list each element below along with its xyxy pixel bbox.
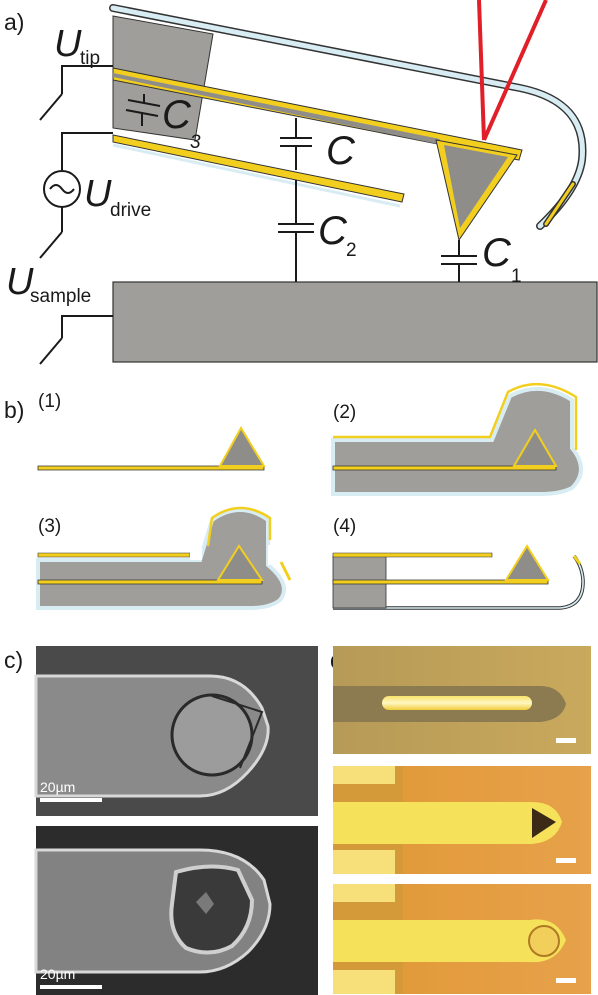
panel-b: b) (1) (2) (3) (4) xyxy=(4,382,585,610)
c-symbol: C xyxy=(326,129,356,173)
step2-coating xyxy=(333,382,578,450)
optical-middle-cantilever xyxy=(333,802,562,844)
panel-d: d) xyxy=(330,646,591,994)
step-label-3: (3) xyxy=(38,516,61,537)
optical-middle-tip xyxy=(532,808,556,838)
sem-bottom-scalebar xyxy=(40,985,102,989)
step3-cantilever xyxy=(37,579,263,585)
sem-top-tip-dome xyxy=(170,693,254,777)
laser-incident xyxy=(477,0,486,141)
sem-bottom-tip-opening xyxy=(169,864,255,955)
panel-label-c: c) xyxy=(4,647,23,673)
step4-cantilever xyxy=(332,579,549,585)
panel-a: a) xyxy=(4,0,598,365)
panel-label-b: b) xyxy=(4,397,24,423)
optical-bottom-tip xyxy=(528,925,560,957)
optical-image-middle xyxy=(333,766,591,874)
c2-subscript: 2 xyxy=(346,240,357,261)
step-label-1: (1) xyxy=(38,391,61,412)
step3-tip xyxy=(216,544,264,581)
afm-tip-inner xyxy=(444,145,508,228)
step4-tip xyxy=(504,544,550,581)
step2-cantilever xyxy=(332,465,557,471)
optical-middle-scalebar xyxy=(556,858,576,863)
u-drive-symbol: U xyxy=(84,173,112,215)
laser-reflected xyxy=(482,0,548,141)
optical-bottom-cantilever xyxy=(333,919,566,963)
optical-image-bottom xyxy=(333,884,591,994)
step3-coating-top xyxy=(206,506,272,547)
panel-c: c) 20µm 20µm xyxy=(4,646,318,995)
optical-top-scalebar xyxy=(556,738,576,743)
lower-electrode xyxy=(112,134,405,203)
step3-gap-left xyxy=(190,548,202,560)
sem-top-scalebar-label: 20µm xyxy=(40,779,75,795)
c1-symbol: C xyxy=(482,231,512,275)
u-tip-subscript: tip xyxy=(80,48,100,69)
sem-bottom-scalebar-label: 20µm xyxy=(40,966,75,982)
step1-cantilever xyxy=(37,465,265,471)
step3-shell-fragment xyxy=(279,561,292,581)
c2-symbol: C xyxy=(318,209,348,253)
circuit-wiring xyxy=(39,65,477,365)
sample xyxy=(112,281,598,363)
step2-tip xyxy=(512,428,558,467)
step3-gap-right xyxy=(268,545,276,565)
c3-symbol: C xyxy=(162,93,192,137)
step2-mold xyxy=(331,386,583,496)
step-label-2: (2) xyxy=(333,402,356,423)
step-label-4: (4) xyxy=(333,516,356,537)
optical-image-top xyxy=(333,646,591,754)
step3-coating-left xyxy=(37,552,191,558)
lower-electrode-insulation xyxy=(112,143,401,208)
panel-label-a: a) xyxy=(4,9,24,35)
step4-shell-fragment xyxy=(572,555,582,565)
sem-top-scalebar xyxy=(40,798,102,802)
u-tip-symbol: U xyxy=(54,23,82,65)
cantilever-core xyxy=(113,73,440,144)
u-drive-subscript: drive xyxy=(110,200,151,221)
c3-subscript: 3 xyxy=(190,132,201,153)
c1-subscript: 1 xyxy=(511,266,522,287)
step1-tip xyxy=(218,426,266,467)
u-sample-subscript: sample xyxy=(30,286,91,307)
optical-bottom-scalebar xyxy=(556,978,576,983)
shell-segment-gold xyxy=(544,182,575,226)
optical-top-highlight xyxy=(382,696,532,710)
u-sample-symbol: U xyxy=(6,261,34,303)
sem-image-bottom: 20µm xyxy=(34,826,318,995)
sem-image-top: 20µm xyxy=(34,646,318,816)
step4-electrode xyxy=(332,552,493,558)
